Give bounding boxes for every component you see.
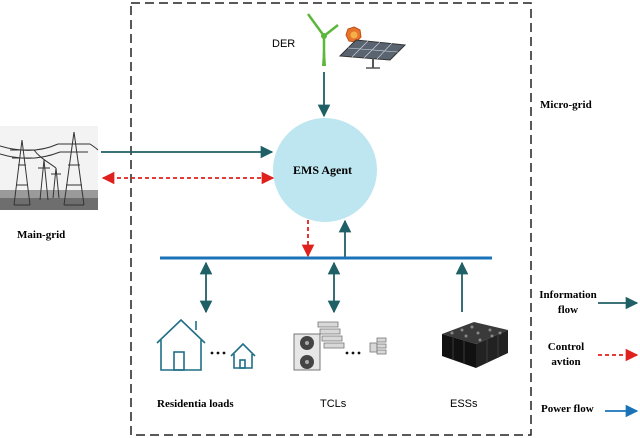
power-tower-icon xyxy=(0,126,99,210)
der-label: DER xyxy=(272,38,296,50)
legend-control-label: Control avtion xyxy=(538,340,594,370)
sun-icon xyxy=(345,26,362,43)
legend-information-line2: flow xyxy=(557,304,579,316)
ellipsis-icon xyxy=(345,351,361,355)
solar-panel-icon xyxy=(338,39,407,69)
house-icon xyxy=(156,318,206,371)
battery-icon xyxy=(442,322,508,368)
house-icon xyxy=(230,342,256,369)
main-grid-label: Main-grid xyxy=(17,229,66,241)
legend-control-line2: avtion xyxy=(551,356,581,368)
legend-information-label: Information flow xyxy=(536,288,600,318)
residential-loads-label: Residentia loads xyxy=(157,398,234,410)
legend-power-label: Power flow xyxy=(541,403,594,415)
legend-control-line1: Control xyxy=(547,341,585,353)
esss-label: ESSs xyxy=(450,398,478,410)
micro-grid-boundary xyxy=(130,2,532,436)
tcls-label: TCLs xyxy=(320,398,347,410)
ems-agent-node xyxy=(273,118,377,222)
air-conditioner-icon xyxy=(369,337,387,355)
wind-turbine-icon xyxy=(306,13,339,66)
ems-agent-label: EMS Agent xyxy=(293,163,353,177)
legend-information-line1: Information xyxy=(539,289,597,301)
ellipsis-icon xyxy=(210,351,226,355)
air-conditioner-icon xyxy=(293,321,345,371)
micro-grid-label: Micro-grid xyxy=(540,99,592,111)
